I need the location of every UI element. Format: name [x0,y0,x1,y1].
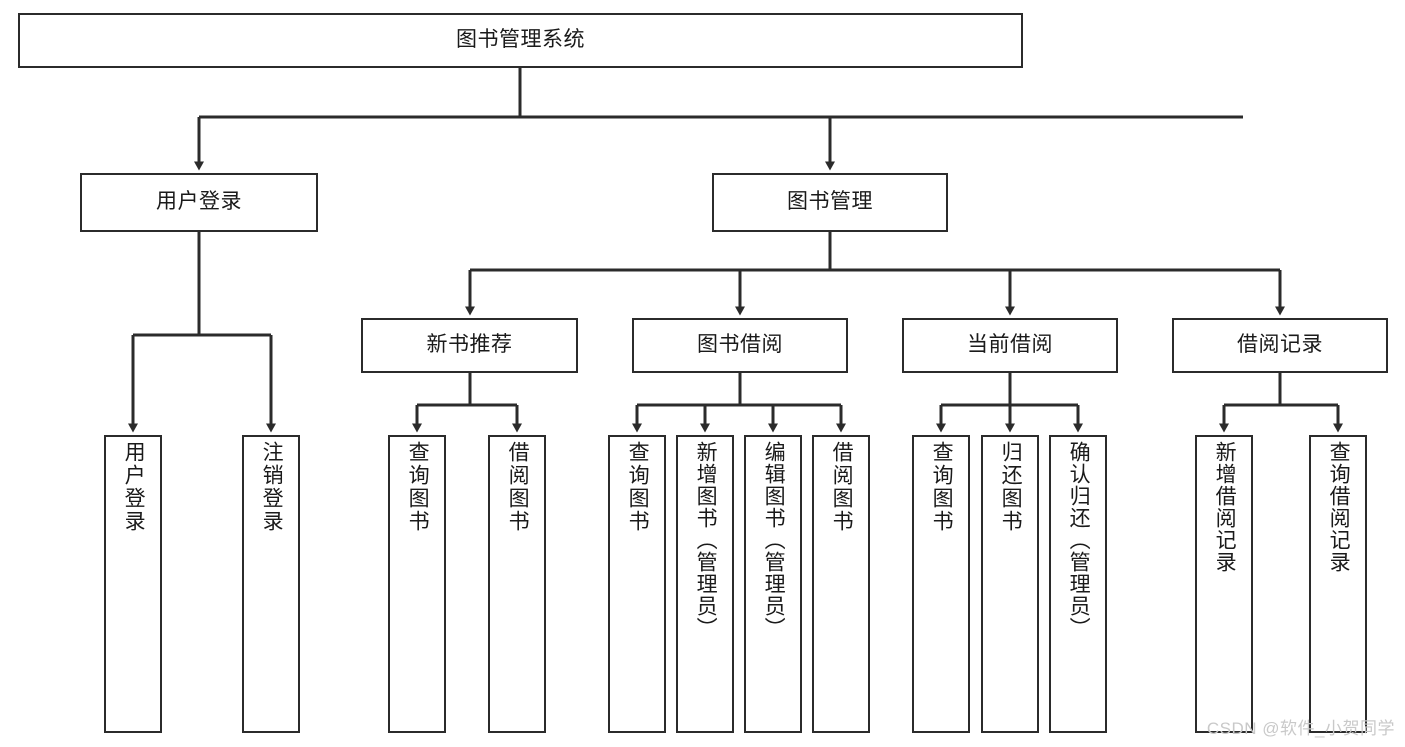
leaf-borrow-record-query[interactable]: 查询借阅记录 [1309,435,1367,733]
node-new-book-recommend[interactable]: 新书推荐 [361,318,578,373]
leaf-label: 确认归还（管理员） [1067,441,1091,639]
leaf-label: 查询图书 [626,441,650,533]
node-book-manage[interactable]: 图书管理 [712,173,948,232]
leaf-book-borrow-add[interactable]: 新增图书（管理员） [676,435,734,733]
node-current-borrow-label: 当前借阅 [967,333,1053,357]
leaf-new-book-borrow[interactable]: 借阅图书 [488,435,546,733]
leaf-label: 查询借阅记录 [1327,441,1351,573]
leaf-label: 借阅图书 [506,441,530,533]
leaf-book-borrow-borrow[interactable]: 借阅图书 [812,435,870,733]
node-root-label: 图书管理系统 [456,28,585,52]
node-book-borrow[interactable]: 图书借阅 [632,318,848,373]
node-book-manage-label: 图书管理 [787,190,873,214]
watermark: CSDN @软件_小贺同学 [1206,719,1395,738]
leaf-borrow-record-add[interactable]: 新增借阅记录 [1195,435,1253,733]
leaf-current-borrow-return[interactable]: 归还图书 [981,435,1039,733]
node-user-login[interactable]: 用户登录 [80,173,318,232]
leaf-label: 查询图书 [406,441,430,533]
node-borrow-record-label: 借阅记录 [1237,333,1323,357]
leaf-new-book-query[interactable]: 查询图书 [388,435,446,733]
leaf-label: 编辑图书（管理员） [762,441,786,639]
node-current-borrow[interactable]: 当前借阅 [902,318,1118,373]
leaf-current-borrow-confirm[interactable]: 确认归还（管理员） [1049,435,1107,733]
leaf-label: 查询图书 [930,441,954,533]
leaf-current-borrow-query[interactable]: 查询图书 [912,435,970,733]
node-new-book-recommend-label: 新书推荐 [426,333,513,357]
leaf-label: 借阅图书 [830,441,854,533]
leaf-label: 新增图书（管理员） [694,441,718,639]
leaf-label: 注销登录 [260,441,284,533]
leaf-book-borrow-edit[interactable]: 编辑图书（管理员） [744,435,802,733]
leaf-user-login-logout[interactable]: 注销登录 [242,435,300,733]
leaf-label: 用户登录 [122,441,146,533]
node-borrow-record[interactable]: 借阅记录 [1172,318,1388,373]
leaf-book-borrow-query[interactable]: 查询图书 [608,435,666,733]
node-root[interactable]: 图书管理系统 [18,13,1023,68]
leaf-label: 归还图书 [999,441,1023,533]
node-book-borrow-label: 图书借阅 [697,333,783,357]
leaf-user-login-login[interactable]: 用户登录 [104,435,162,733]
leaf-label: 新增借阅记录 [1213,441,1237,573]
node-user-login-label: 用户登录 [156,190,242,214]
